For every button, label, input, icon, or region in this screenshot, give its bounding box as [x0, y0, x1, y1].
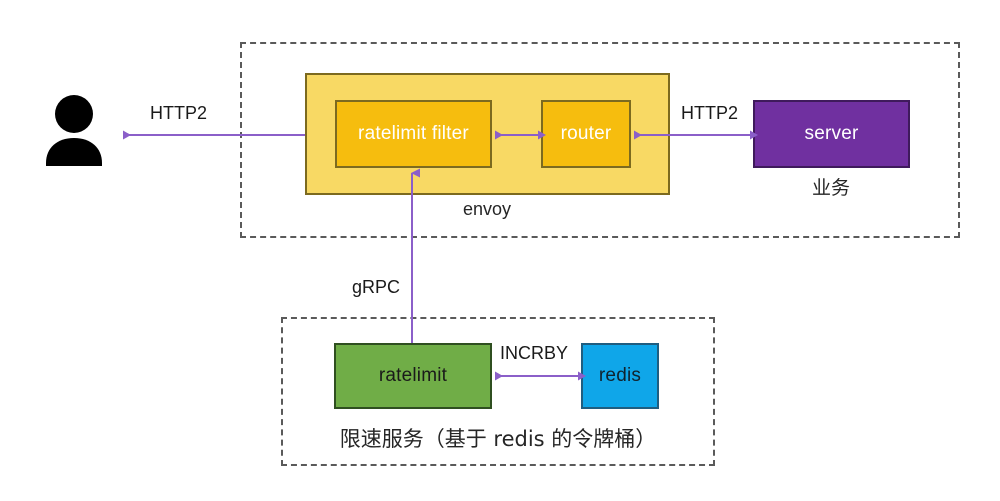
server-node[interactable]: server [753, 100, 910, 168]
redis-label: redis [598, 365, 642, 386]
router-node[interactable]: router [541, 100, 631, 168]
ratelimit-group-caption: 限速服务（基于 redis 的令牌桶） [339, 427, 657, 451]
ratelimit-filter-node[interactable]: ratelimit filter [335, 100, 492, 168]
ratelimit-node[interactable]: ratelimit [334, 343, 492, 409]
envoy-service-group-boundary [240, 42, 960, 238]
edge-label-grpc: gRPC [352, 277, 401, 297]
edge-label-http2-user: HTTP2 [150, 103, 208, 123]
ratelimit-label: ratelimit [378, 365, 448, 386]
redis-node[interactable]: redis [581, 343, 659, 409]
edge-label-incrby: INCRBY [500, 343, 569, 363]
ratelimit-filter-label: ratelimit filter [358, 123, 469, 144]
edge-label-http2-server: HTTP2 [681, 103, 739, 123]
user-person-icon [43, 94, 105, 166]
server-label: server [804, 123, 859, 144]
envoy-group-caption: envoy [462, 199, 512, 219]
ratelimit-service-group-boundary [281, 317, 715, 466]
router-label: router [560, 123, 612, 144]
server-group-caption: 业务 [811, 177, 850, 199]
